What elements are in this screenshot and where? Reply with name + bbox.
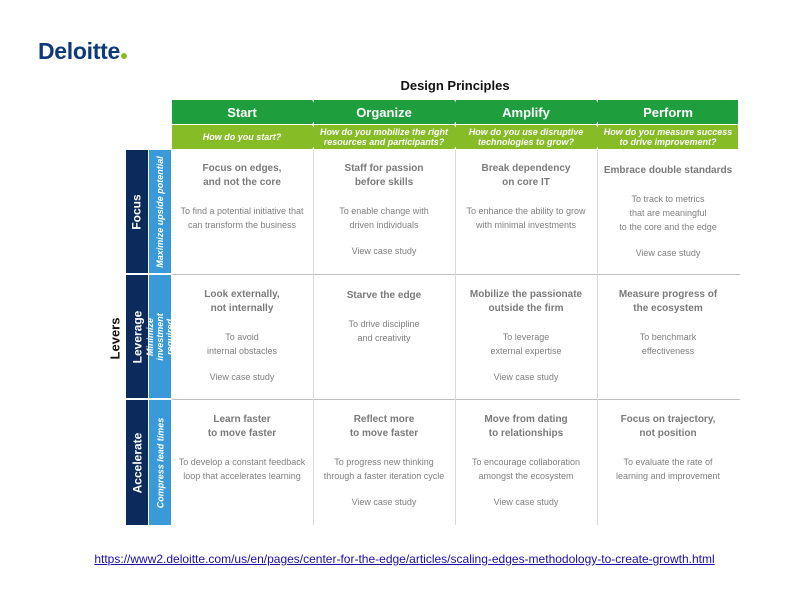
objective-focus: Maximize upside potential xyxy=(149,150,171,273)
view-case-study-link[interactable]: View case study xyxy=(351,246,417,256)
column-header-organize: Organize xyxy=(314,100,464,124)
principle-cell: Staff for passion before skills To enabl… xyxy=(314,162,454,258)
principle-cell: Break dependency on core IT To enhance t… xyxy=(456,162,596,244)
principle-cell: Focus on trajectory, not position To eva… xyxy=(598,413,738,495)
lever-leverage-label: Leverage xyxy=(130,310,145,363)
principle-heading: Focus on edges, and not the core xyxy=(202,163,282,188)
lever-leverage: Leverage xyxy=(126,275,148,398)
principle-heading: Reflect more to move faster xyxy=(349,414,419,439)
principle-cell: Measure progress of the ecosystem To ben… xyxy=(598,288,738,370)
principle-cell: Move from dating to relationships To enc… xyxy=(456,413,596,509)
deloitte-logo: Deloitte xyxy=(38,38,127,65)
principle-heading: Starve the edge xyxy=(346,290,422,301)
objective-focus-label: Maximize upside potential xyxy=(155,155,165,268)
column-question-start: How do you start? xyxy=(172,125,322,149)
view-case-study-link[interactable]: View case study xyxy=(635,248,701,258)
principle-cell: Learn faster to move faster To develop a… xyxy=(172,413,312,495)
column-divider xyxy=(313,150,314,525)
objective-accelerate: Compress lead times xyxy=(149,400,171,525)
principle-cell: Starve the edge To drive discipline and … xyxy=(314,289,454,357)
principle-heading: Mobilize the passionate outside the firm xyxy=(469,289,583,314)
column-question-organize: How do you mobilize the right resources … xyxy=(314,125,464,149)
levers-label-text: Levers xyxy=(107,317,123,359)
logo-text: Deloitte xyxy=(38,38,120,64)
principle-heading: Measure progress of the ecosystem xyxy=(618,289,718,314)
principle-description: To encourage collaboration amongst the e… xyxy=(471,457,581,481)
principle-cell: Focus on edges, and not the core To find… xyxy=(172,162,312,244)
design-principles-title: Design Principles xyxy=(400,78,510,93)
column-header-amplify: Amplify xyxy=(456,100,606,124)
principle-description: To enhance the ability to grow with mini… xyxy=(466,206,586,230)
principle-description: To enable change with driven individuals xyxy=(339,206,429,230)
column-divider xyxy=(455,150,456,525)
principle-heading: Look externally, not internally xyxy=(204,289,280,314)
source-url-link[interactable]: https://www2.deloitte.com/us/en/pages/ce… xyxy=(94,552,715,566)
principle-description: To evaluate the rate of learning and imp… xyxy=(615,457,721,481)
objective-leverage: Minimize investment required xyxy=(145,275,175,398)
principle-heading: Staff for passion before skills xyxy=(344,163,424,188)
principle-description: To leverage external expertise xyxy=(490,332,562,356)
view-case-study-link[interactable]: View case study xyxy=(351,497,417,507)
view-case-study-link[interactable]: View case study xyxy=(493,497,559,507)
principle-description: To drive discipline and creativity xyxy=(348,319,420,343)
logo-dot xyxy=(120,53,127,59)
objective-leverage-label: Minimize investment required xyxy=(145,312,176,361)
principle-heading: Embrace double standards xyxy=(603,165,733,176)
principle-cell: Reflect more to move faster To progress … xyxy=(314,413,454,509)
principle-description: To find a potential initiative that can … xyxy=(180,206,304,230)
row-divider xyxy=(172,274,740,275)
column-question-amplify: How do you use disruptive technologies t… xyxy=(456,125,606,149)
column-question-perform: How do you measure success to drive impr… xyxy=(598,125,738,149)
lever-accelerate: Accelerate xyxy=(126,400,148,525)
principle-description: To develop a constant feedback loop that… xyxy=(178,457,306,481)
view-case-study-link[interactable]: View case study xyxy=(209,372,275,382)
column-header-start: Start xyxy=(172,100,322,124)
principle-heading: Break dependency on core IT xyxy=(481,163,571,188)
objective-accelerate-label: Compress lead times xyxy=(155,417,166,508)
principle-description: To benchmark effectiveness xyxy=(639,332,697,356)
principle-heading: Move from dating to relationships xyxy=(484,414,568,439)
column-divider xyxy=(597,150,598,525)
principle-cell: Embrace double standards To track to met… xyxy=(598,164,738,260)
column-header-perform: Perform xyxy=(598,100,738,124)
lever-accelerate-label: Accelerate xyxy=(130,432,144,493)
row-divider xyxy=(172,399,740,400)
lever-focus-label: Focus xyxy=(130,193,144,230)
principle-description: To avoid internal obstacles xyxy=(206,332,278,356)
principle-heading: Focus on trajectory, not position xyxy=(620,414,716,439)
principle-description: To progress new thinking through a faste… xyxy=(323,457,445,481)
principle-description: To track to metrics that are meaningful … xyxy=(619,194,717,232)
lever-focus: Focus xyxy=(126,150,148,273)
principle-heading: Learn faster to move faster xyxy=(207,414,277,439)
principle-cell: Mobilize the passionate outside the firm… xyxy=(456,288,596,384)
principle-cell: Look externally, not internally To avoid… xyxy=(172,288,312,384)
view-case-study-link[interactable]: View case study xyxy=(493,372,559,382)
